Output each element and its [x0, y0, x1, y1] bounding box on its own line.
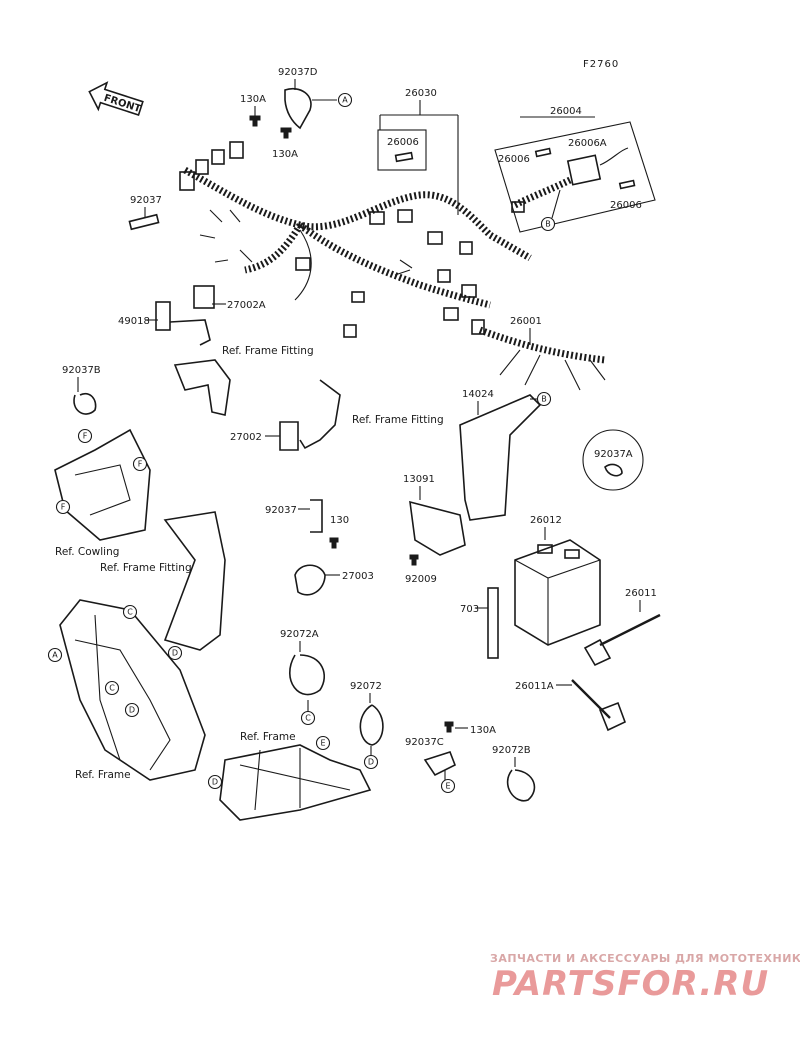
label-26030: 26030: [405, 88, 437, 99]
front-arrow-icon: FRONT: [88, 81, 144, 117]
bubble-d-4: D: [363, 754, 379, 770]
svg-text:A: A: [52, 651, 58, 660]
bubble-f-2: F: [132, 456, 148, 472]
label-92037D: 92037D: [278, 67, 318, 78]
svg-text:C: C: [109, 684, 115, 693]
label-130A-top: 130A: [240, 94, 266, 105]
label-27002: 27002: [230, 432, 262, 443]
ref-frame-2: Ref. Frame: [240, 731, 296, 743]
label-26006A: 26006A: [568, 138, 607, 149]
bubble-c-2: C: [104, 680, 120, 696]
bubble-f-1: F: [77, 428, 93, 444]
label-92009: 92009: [405, 574, 437, 585]
label-26012: 26012: [530, 515, 562, 526]
label-26004: 26004: [550, 106, 582, 117]
svg-text:B: B: [541, 395, 547, 404]
label-26011A: 26011A: [515, 681, 554, 692]
bubble-e-2: E: [440, 778, 456, 794]
bubble-d-2: D: [124, 702, 140, 718]
label-130: 130: [330, 515, 349, 526]
label-27003: 27003: [342, 571, 374, 582]
label-49018: 49018: [118, 316, 150, 327]
svg-text:F: F: [83, 432, 88, 441]
label-92037: 92037: [130, 195, 162, 206]
label-26001: 26001: [510, 316, 542, 327]
ref-frame-fitting-3: Ref. Frame Fitting: [100, 562, 192, 574]
svg-text:F: F: [138, 460, 143, 469]
bubble-a-1: A: [337, 92, 353, 108]
label-27002A: 27002A: [227, 300, 266, 311]
bubble-c-3: C: [300, 710, 316, 726]
svg-text:C: C: [127, 608, 133, 617]
ref-frame-fitting-1: Ref. Frame Fitting: [222, 345, 314, 357]
main-harness: [179, 141, 532, 338]
ref-frame-fitting-2: Ref. Frame Fitting: [352, 414, 444, 426]
label-26011: 26011: [625, 588, 657, 599]
svg-text:D: D: [212, 778, 218, 787]
label-92072B: 92072B: [492, 745, 531, 756]
label-26006-box: 26006: [387, 137, 419, 148]
label-14024: 14024: [462, 389, 494, 400]
bubble-d-1: D: [167, 645, 183, 661]
svg-text:B: B: [545, 220, 551, 229]
label-26006-left: 26006: [498, 154, 530, 165]
bubble-c-1: C: [122, 604, 138, 620]
label-92072A: 92072A: [280, 629, 319, 640]
bubble-f-3: F: [55, 499, 71, 515]
label-13091: 13091: [403, 474, 435, 485]
svg-text:FRONT: FRONT: [102, 93, 142, 115]
label-92037-mid: 92037: [265, 505, 297, 516]
label-92037A: 92037A: [594, 449, 633, 460]
bubble-d-3: D: [207, 774, 223, 790]
svg-text:E: E: [320, 739, 325, 748]
label-26006-right: 26006: [610, 200, 642, 211]
label-92072: 92072: [350, 681, 382, 692]
svg-text:D: D: [129, 706, 135, 715]
ref-frame-1: Ref. Frame: [75, 769, 131, 781]
svg-text:C: C: [305, 714, 311, 723]
label-130A-bottom: 130A: [470, 725, 496, 736]
svg-text:F: F: [61, 503, 66, 512]
svg-text:D: D: [368, 758, 374, 767]
label-703: 703: [460, 604, 479, 615]
bubble-b-2: B: [536, 391, 552, 407]
bubble-b-1: B: [540, 216, 556, 232]
svg-text:E: E: [445, 782, 450, 791]
bubble-e-1: E: [315, 735, 331, 751]
ref-cowling: Ref. Cowling: [55, 546, 119, 558]
watermark-logo: PARTSFOR.RU: [492, 964, 769, 1004]
label-92037B: 92037B: [62, 365, 101, 376]
diagram-code: F2760: [583, 59, 619, 70]
label-130A-top2: 130A: [272, 149, 298, 160]
svg-text:A: A: [342, 96, 348, 105]
label-92037C: 92037C: [405, 737, 444, 748]
watermark-tagline: ЗАПЧАСТИ И АКСЕССУАРЫ ДЛЯ МОТОТЕХНИКИ: [490, 952, 800, 965]
svg-text:D: D: [172, 649, 178, 658]
bubble-a-2: A: [47, 647, 63, 663]
